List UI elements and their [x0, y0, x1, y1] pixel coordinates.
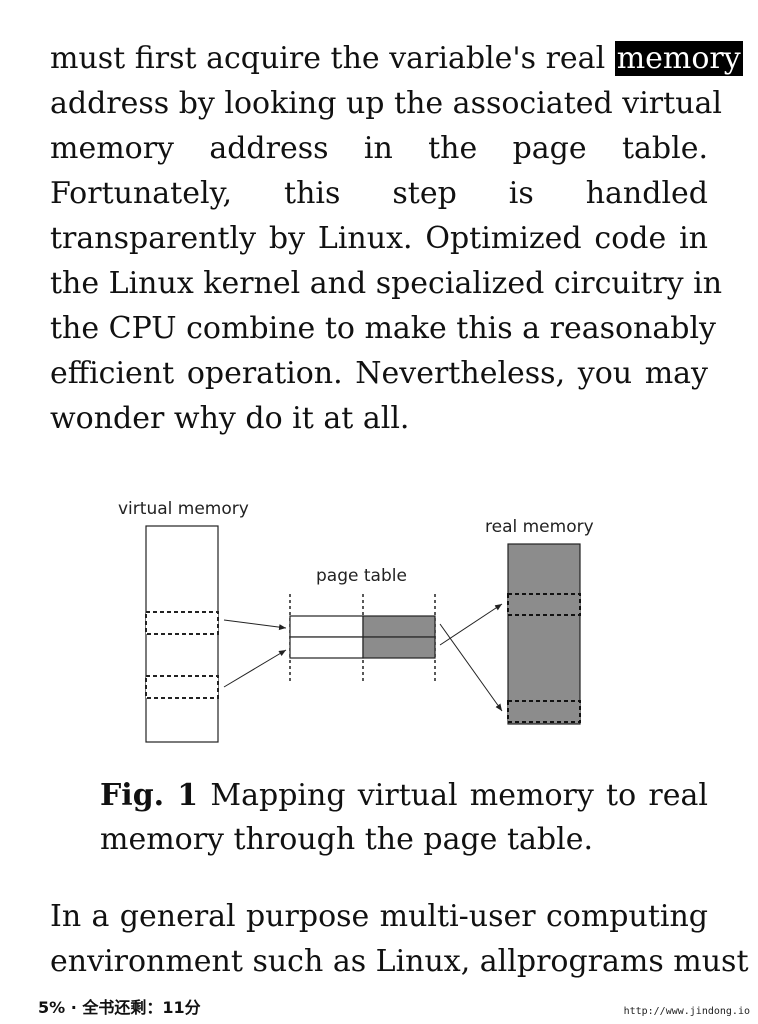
- virtual-page-1: [145, 611, 219, 635]
- body-paragraph-1: must first acquire the variable's real m…: [50, 36, 743, 441]
- page-table-entry-virtual-2: [289, 636, 364, 659]
- page-table-diagram: virtual memory page table real memory: [108, 490, 608, 750]
- virtual-memory-label: virtual memory: [118, 499, 249, 519]
- selected-word-highlight[interactable]: memory: [614, 41, 743, 76]
- virtual-page-2: [145, 675, 219, 699]
- body-paragraph-2: In a general purpose multi-user computin…: [50, 894, 749, 984]
- real-memory-block: [507, 543, 581, 725]
- text-segment: must first acquire the variable's real: [50, 41, 606, 76]
- caption-text: Mapping virtual memory to real: [210, 778, 708, 813]
- arrow-virtual-2: [223, 649, 287, 688]
- figure-number: Fig. 1: [100, 778, 199, 813]
- text-line: wonder why do it at all.: [50, 401, 410, 436]
- caption-line: Fig. 1 Mapping virtual memory to real: [100, 774, 708, 818]
- text-line: environment such as Linux, allprograms m…: [50, 944, 749, 979]
- text-line: address by looking up the associated vir…: [50, 86, 722, 121]
- reading-progress: 5% · 全书还剩：11分: [38, 998, 201, 1017]
- page-table-entry-real-2: [362, 636, 436, 659]
- page-table-label: page table: [316, 566, 407, 586]
- text-line: transparently by Linux. Optimized code i…: [50, 221, 708, 256]
- page-table-entry-virtual-1: [289, 615, 364, 638]
- real-page-2: [507, 700, 581, 723]
- real-memory-label: real memory: [485, 517, 594, 537]
- real-page-1: [507, 593, 581, 616]
- figure-caption: Fig. 1 Mapping virtual memory to real me…: [100, 774, 708, 862]
- arrow-real-2: [439, 623, 503, 712]
- text-line: memory address in the page table.: [50, 131, 708, 166]
- text-line: the Linux kernel and specialized circuit…: [50, 266, 723, 301]
- text-line: the CPU combine to make this a reasonabl…: [50, 311, 716, 346]
- page-table-entry-real-1: [362, 615, 436, 638]
- text-line: efficient operation. Nevertheless, you m…: [50, 356, 708, 391]
- arrow-virtual-1: [223, 619, 287, 631]
- text-line: must first acquire the variable's real m…: [50, 36, 743, 81]
- text-line: Fortunately, this step is handled: [50, 176, 708, 211]
- arrow-real-1: [439, 603, 503, 646]
- footer-url: http://www.jindong.io: [623, 1006, 750, 1017]
- text-line: In a general purpose multi-user computin…: [50, 899, 708, 934]
- caption-line: memory through the page table.: [100, 822, 593, 857]
